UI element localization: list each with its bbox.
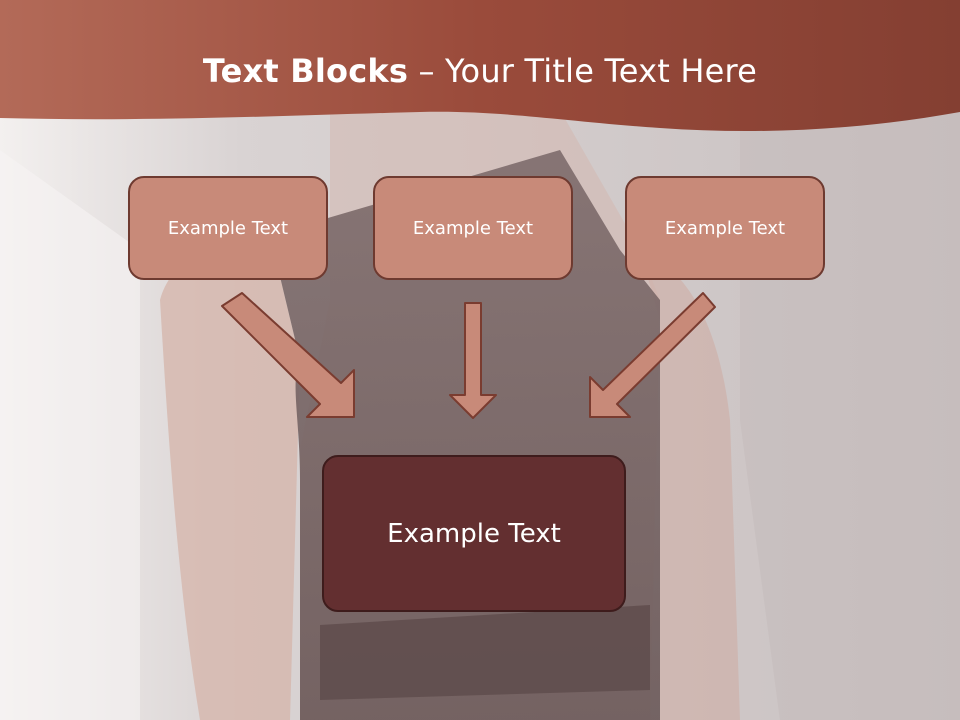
text-box-label: Example Text: [167, 217, 289, 239]
text-box-top-right[interactable]: Example Text: [625, 176, 825, 280]
text-box-top-left[interactable]: Example Text: [128, 176, 328, 280]
arrow-left: [221, 292, 355, 418]
text-box-bottom[interactable]: Example Text: [322, 455, 626, 612]
header-banner: [0, 0, 960, 132]
text-box-label: Example Text: [664, 217, 786, 239]
arrow-center: [449, 302, 497, 419]
text-box-label: Example Text: [412, 217, 534, 239]
text-box-label: Example Text: [387, 518, 561, 549]
text-box-top-center[interactable]: Example Text: [373, 176, 573, 280]
title-bold: Text Blocks: [202, 52, 409, 90]
slide-title: Text Blocks – Your Title Text Here: [0, 52, 960, 90]
title-rest: – Your Title Text Here: [408, 52, 758, 90]
arrow-right: [589, 292, 716, 418]
